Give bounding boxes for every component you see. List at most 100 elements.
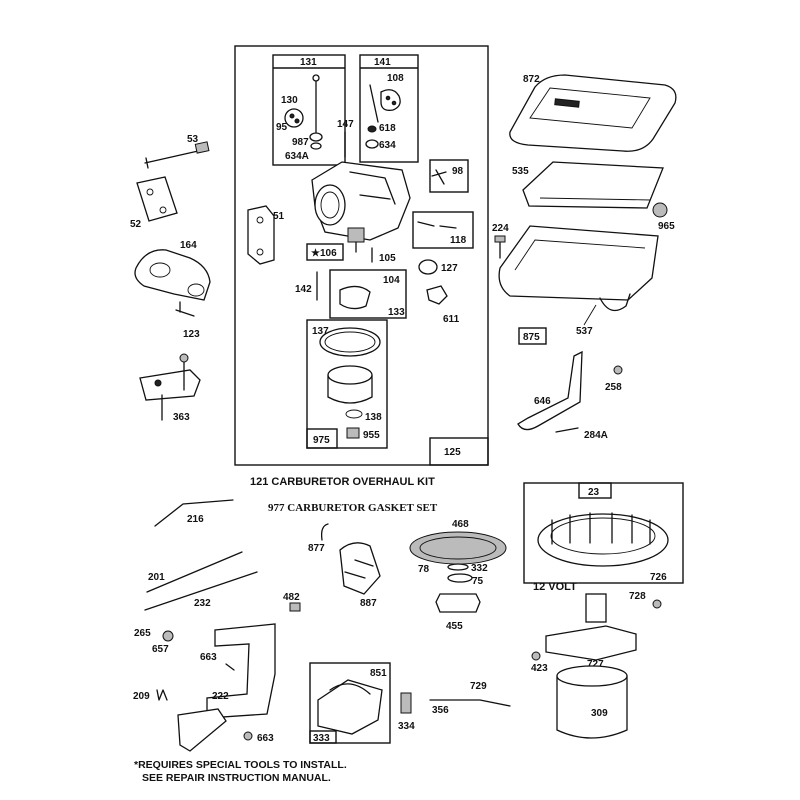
part-872-cover xyxy=(509,74,677,152)
label-141: 141 xyxy=(374,57,391,68)
part-611 xyxy=(426,285,448,305)
label-142: 142 xyxy=(295,284,312,295)
label-125: 125 xyxy=(444,447,461,458)
label-965: 965 xyxy=(658,221,675,232)
label-138: 138 xyxy=(365,412,382,423)
label-222: 222 xyxy=(212,691,229,702)
label-887: 887 xyxy=(360,598,377,609)
label-634a: 634A xyxy=(285,151,309,162)
label-78: 78 xyxy=(418,564,430,575)
label-53: 53 xyxy=(187,134,199,145)
lower-left-group: 216 201 232 482 265 657 663 209 222 663 xyxy=(133,499,301,752)
part-209-spring xyxy=(156,689,168,701)
label-729: 729 xyxy=(470,681,487,692)
label-51: 51 xyxy=(273,211,285,222)
part-starter-gear xyxy=(585,593,607,623)
label-147: 147 xyxy=(337,119,354,130)
lower-middle-group: 877 887 468 78 332 75 455 851 333 334 72… xyxy=(308,519,511,744)
label-232: 232 xyxy=(194,598,211,609)
part-455-cup xyxy=(435,593,481,613)
label-137: 137 xyxy=(312,326,329,337)
label-127: 127 xyxy=(441,263,458,274)
part-363-bracket xyxy=(139,369,201,401)
label-482: 482 xyxy=(283,592,300,603)
part-52-gasket xyxy=(136,176,178,222)
label-108: 108 xyxy=(387,73,404,84)
label-727: 727 xyxy=(587,659,604,670)
label-284a: 284A xyxy=(584,430,608,441)
label-663b: 663 xyxy=(257,733,274,744)
part-535-filter xyxy=(522,161,664,209)
label-356: 356 xyxy=(432,705,449,716)
label-455: 455 xyxy=(446,621,463,632)
label-224: 224 xyxy=(492,223,509,234)
label-726: 726 xyxy=(650,572,667,583)
part-216-link xyxy=(154,499,234,527)
label-123: 123 xyxy=(183,329,200,340)
label-537: 537 xyxy=(576,326,593,337)
label-52: 52 xyxy=(130,219,142,230)
box-118 xyxy=(412,211,474,249)
label-309: 309 xyxy=(591,708,608,719)
label-265: 265 xyxy=(134,628,151,639)
part-875-base xyxy=(498,225,659,301)
label-95: 95 xyxy=(276,122,288,133)
label-201: 201 xyxy=(148,572,165,583)
label-216: 216 xyxy=(187,514,204,525)
box-851 xyxy=(309,662,391,744)
label-468: 468 xyxy=(452,519,469,530)
part-729-wire xyxy=(429,699,511,707)
label-618: 618 xyxy=(379,123,396,134)
flywheel-starter-group: 23 726 12 VOLT 728 727 423 309 xyxy=(523,482,684,739)
air-cleaner-group: 872 535 965 224 875 537 646 258 284A xyxy=(492,74,677,441)
label-131: 131 xyxy=(300,57,317,68)
label-646: 646 xyxy=(534,396,551,407)
part-control-bracket xyxy=(206,623,276,719)
label-334: 334 xyxy=(398,721,415,732)
box-106 xyxy=(306,243,344,261)
label-104: 104 xyxy=(383,275,400,286)
label-975: 975 xyxy=(313,435,330,446)
part-flywheel xyxy=(537,513,669,567)
label-663a: 663 xyxy=(200,652,217,663)
carburetor-group: 131 130 95 987 634A 141 108 618 634 147 … xyxy=(234,45,489,466)
label-133: 133 xyxy=(388,307,405,318)
part-201-link xyxy=(146,551,243,593)
part-309-motor xyxy=(556,676,628,739)
label-209: 209 xyxy=(133,691,150,702)
caption-overhaul-kit: 121 CARBURETOR OVERHAUL KIT xyxy=(250,476,435,488)
part-727-bracket xyxy=(545,625,637,661)
label-872: 872 xyxy=(523,74,540,85)
part-887-switch xyxy=(339,542,381,595)
box-98 xyxy=(429,159,469,193)
label-75: 75 xyxy=(472,576,484,587)
label-535: 535 xyxy=(512,166,529,177)
part-334 xyxy=(400,692,412,714)
carburetor-frame xyxy=(234,45,489,466)
left-upper-group: 53 52 164 123 363 xyxy=(130,134,211,423)
part-482 xyxy=(289,602,301,612)
part-164-manifold xyxy=(134,249,211,301)
label-851: 851 xyxy=(370,668,387,679)
label-258: 258 xyxy=(605,382,622,393)
caption-gasket-set: 977 CARBURETOR GASKET SET xyxy=(268,502,438,514)
label-332: 332 xyxy=(471,563,488,574)
box-975 xyxy=(306,319,388,449)
label-363: 363 xyxy=(173,412,190,423)
box-141 xyxy=(359,54,419,163)
box-133 xyxy=(329,269,407,319)
part-965-nut xyxy=(652,202,668,218)
part-127 xyxy=(418,259,438,275)
label-130: 130 xyxy=(281,95,298,106)
label-657: 657 xyxy=(152,644,169,655)
part-646-bracket xyxy=(517,350,583,431)
label-634: 634 xyxy=(379,140,396,151)
label-106: ★106 xyxy=(311,248,337,259)
label-728: 728 xyxy=(629,591,646,602)
label-105: 105 xyxy=(379,253,396,264)
label-987: 987 xyxy=(292,137,309,148)
part-51-gasket xyxy=(247,205,275,265)
label-877: 877 xyxy=(308,543,325,554)
label-955: 955 xyxy=(363,430,380,441)
